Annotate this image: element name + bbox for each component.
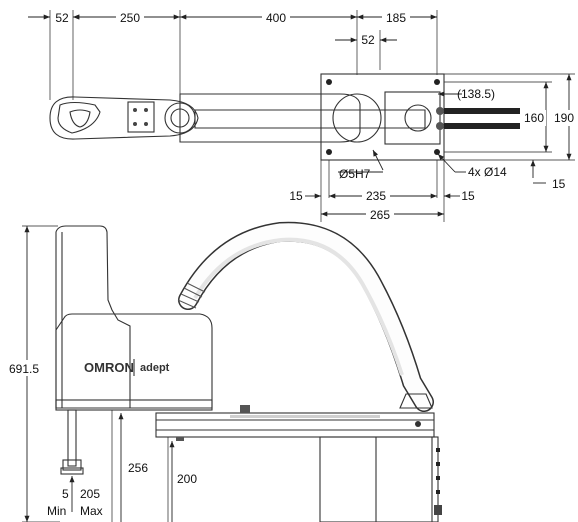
outer-link-nose: [57, 101, 101, 134]
cable-corrugation: [177, 282, 206, 309]
quill-flange: [60, 467, 84, 475]
cable-arm-top: [194, 109, 426, 129]
brand-omron: OMRON: [84, 360, 134, 375]
cable-loop-inner: [179, 223, 433, 411]
dim-label-160: 160: [524, 111, 544, 125]
dim-label-250: 250: [120, 11, 140, 25]
control-panel: [127, 101, 155, 133]
dim-label-4x14: 4x Ø14: [468, 165, 507, 179]
inner-arm-stripe: [230, 415, 380, 418]
inner-link-top: [179, 93, 361, 143]
base-plate-top: [320, 73, 445, 161]
dim-label-265: 265: [370, 208, 390, 222]
dim-label-15c: 15: [552, 177, 566, 191]
joint1-top: [332, 93, 382, 143]
dim-label-52: 52: [55, 11, 69, 25]
dim-label-5: 5: [62, 487, 69, 501]
dim-label-min: Min: [47, 504, 66, 518]
dim-label-52b: 52: [361, 33, 375, 47]
base-connectors: [434, 448, 442, 515]
dim-label-205: 205: [80, 487, 100, 501]
outer-link-top: [49, 96, 199, 140]
dim-label-138: (138.5): [457, 87, 495, 101]
dim-label-185: 185: [386, 11, 406, 25]
dim-label-256: 256: [128, 461, 148, 475]
outer-arm-link: [55, 313, 213, 409]
arm-joint-bump: [240, 405, 250, 413]
quill-end: [62, 459, 82, 471]
leader-4x14: [437, 153, 456, 173]
base-housing-top: [384, 91, 441, 145]
dim-label-max: Max: [80, 504, 103, 518]
cable-clamp: [399, 393, 433, 409]
side-view: 691.5 OMRON adept: [4, 221, 442, 522]
base-column: [319, 436, 439, 522]
outer-link-nose-inner: [69, 109, 91, 128]
leader-5h7: [372, 149, 384, 171]
cable-highlight: [193, 237, 404, 376]
brand-adept: adept: [140, 362, 170, 374]
dim-label-5h7: Ø5H7: [339, 167, 371, 181]
inner-arm: [155, 412, 435, 438]
cable-bundle: [444, 108, 520, 114]
dim-label-15a: 15: [289, 189, 303, 203]
dim-label-235: 235: [366, 189, 386, 203]
dim-label-400: 400: [266, 11, 286, 25]
dim-label-190: 190: [554, 111, 574, 125]
arm-joint-bump: [176, 437, 184, 441]
outer-arm-column: [55, 225, 131, 409]
quill-shaft: [67, 409, 77, 467]
cable-bundle: [444, 123, 520, 129]
dim-label-691: 691.5: [9, 362, 39, 376]
dim-label-15b: 15: [461, 189, 475, 203]
arm-bottom-trim: [55, 399, 213, 411]
dim-label-200: 200: [177, 472, 197, 486]
joint1-cap-top: [404, 104, 432, 132]
top-view: 52 250 400 185 52 (138.5): [28, 9, 576, 222]
